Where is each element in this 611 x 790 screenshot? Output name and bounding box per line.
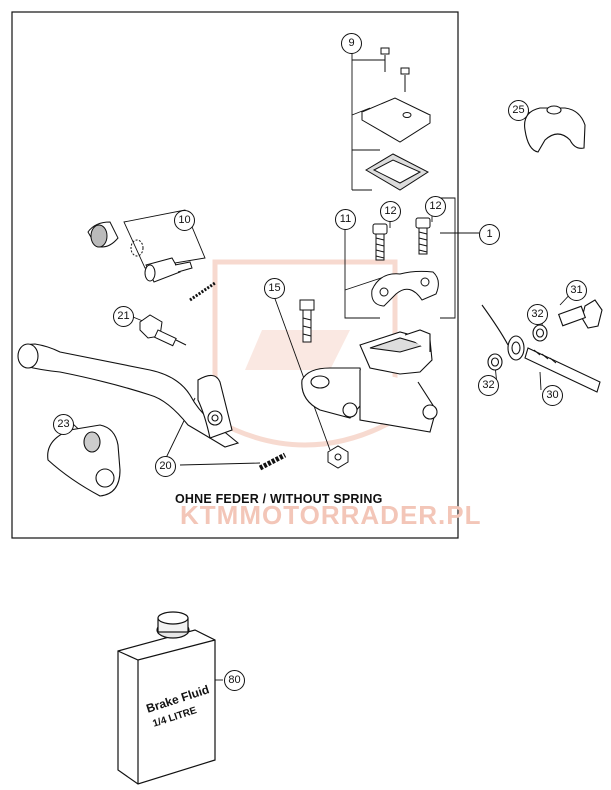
callout-20: 20 xyxy=(155,456,176,477)
bleed-screw xyxy=(139,314,187,347)
callout-10: 10 xyxy=(174,210,195,231)
callout-11: 11 xyxy=(335,209,356,230)
handlebar-clamp xyxy=(371,270,439,307)
callout-80: 80 xyxy=(224,670,245,691)
callout-32a: 32 xyxy=(527,304,548,325)
callout-25: 25 xyxy=(508,100,529,121)
brake-hose xyxy=(481,304,601,393)
diagram-frame xyxy=(11,11,459,539)
callout-32b: 32 xyxy=(478,375,499,396)
brake-lever xyxy=(17,343,240,448)
callout-23: 23 xyxy=(53,414,74,435)
master-cylinder xyxy=(301,329,438,433)
lever-spring xyxy=(258,452,287,471)
reservoir-cover-set xyxy=(360,47,432,191)
callout-30: 30 xyxy=(542,385,563,406)
callout-12b: 12 xyxy=(425,196,446,217)
without-spring-note: OHNE FEDER / WITHOUT SPRING xyxy=(175,492,383,506)
callout-31: 31 xyxy=(566,280,587,301)
watermark-text: KTMMOTORRADER.PL xyxy=(180,500,482,530)
banjo-bolt xyxy=(557,299,603,329)
callout-15: 15 xyxy=(264,278,285,299)
sealing-washers xyxy=(487,324,548,371)
pivot-bolt xyxy=(299,299,349,469)
callout-12a: 12 xyxy=(380,201,401,222)
callout-1: 1 xyxy=(479,224,500,245)
piston-kit xyxy=(87,221,216,302)
mirror-clamp xyxy=(524,105,586,153)
clamp-screws xyxy=(372,217,431,261)
lever-cover xyxy=(47,424,121,497)
callout-21: 21 xyxy=(113,306,134,327)
brake-fluid-bottle xyxy=(117,611,216,785)
callout-9: 9 xyxy=(341,33,362,54)
